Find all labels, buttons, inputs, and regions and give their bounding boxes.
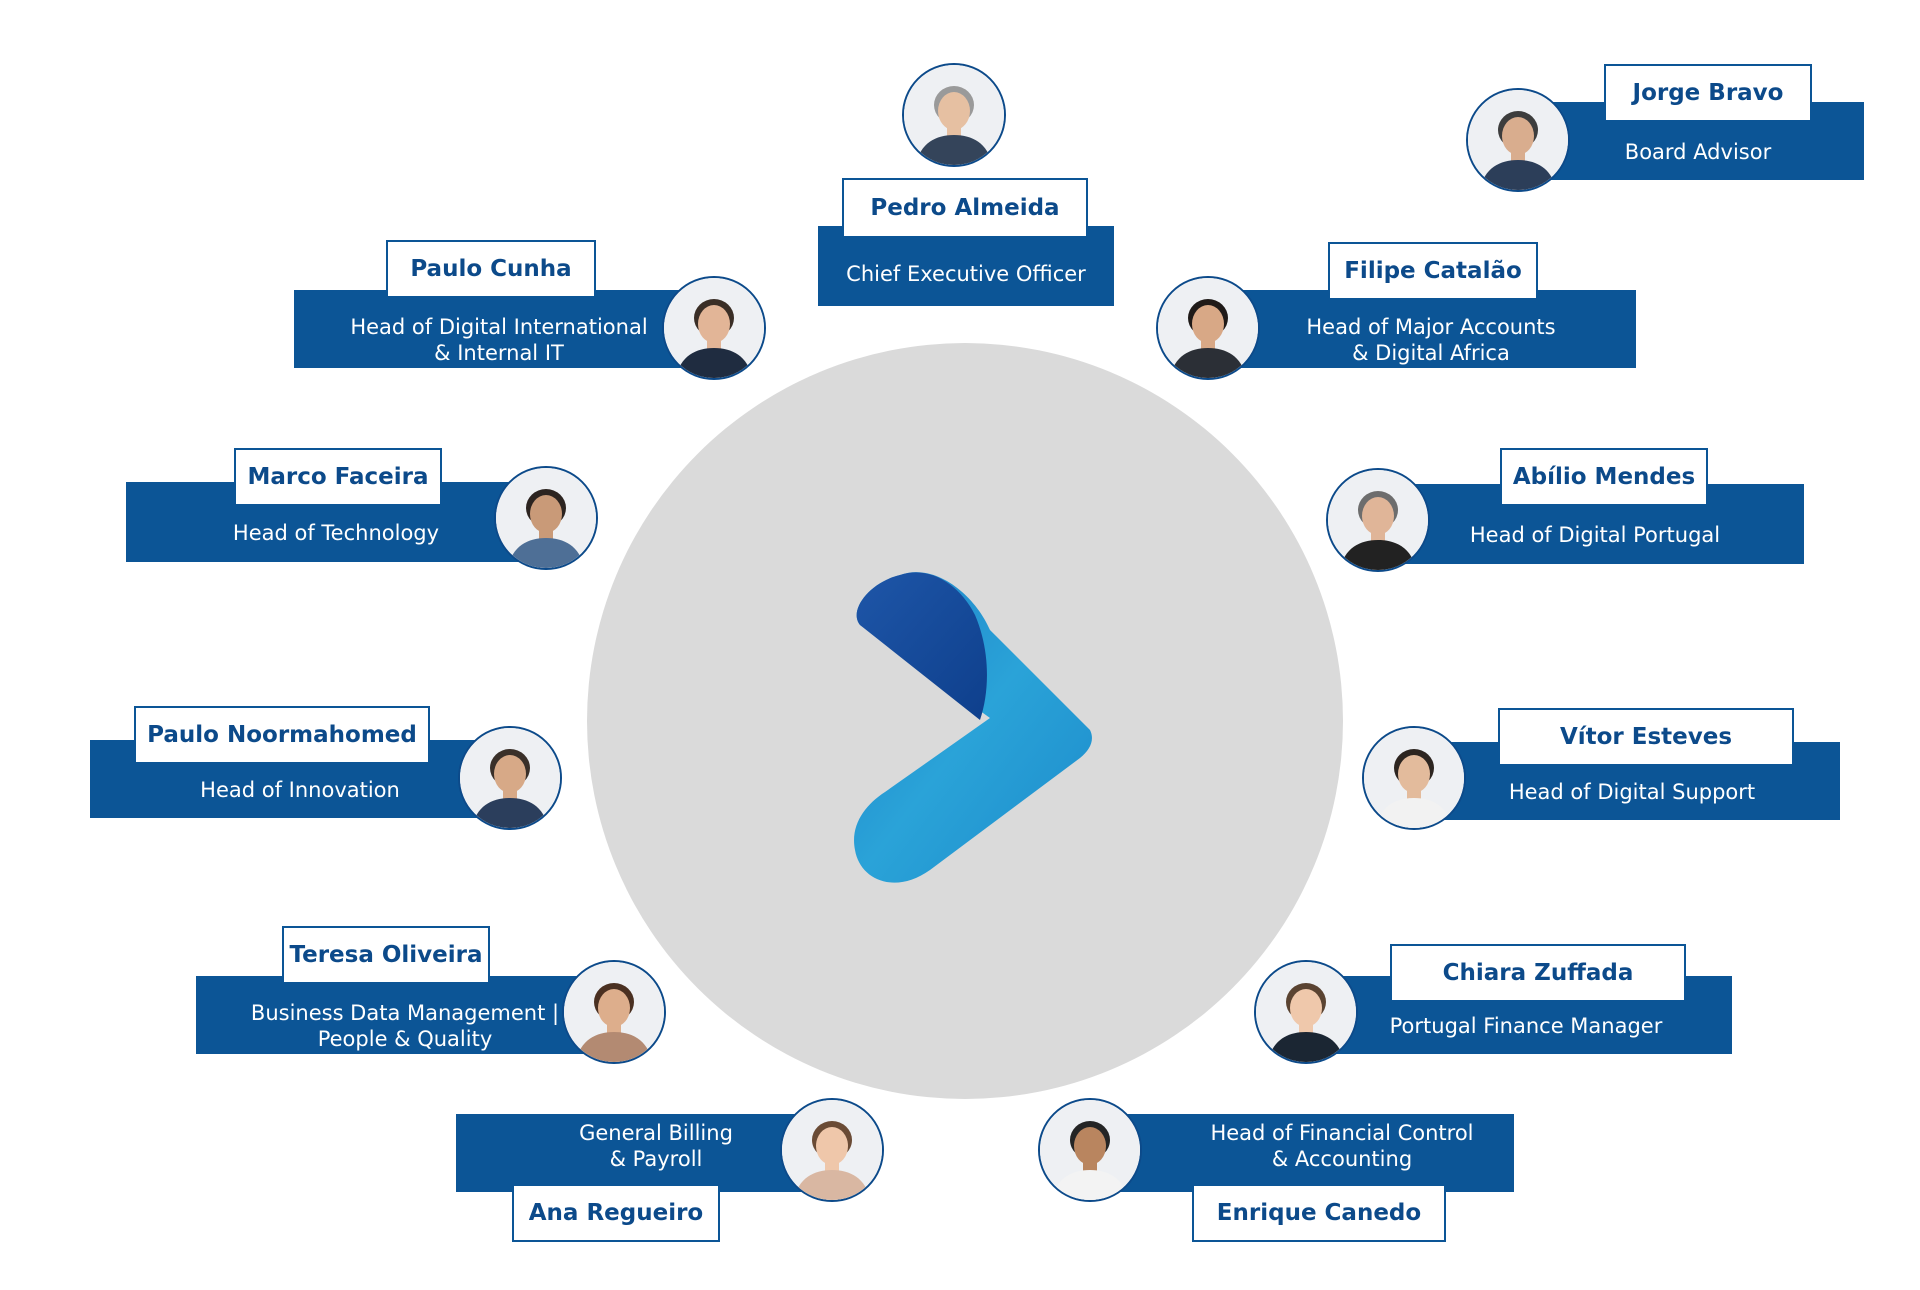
avatar [1466, 88, 1570, 192]
name-box: Chiara Zuffada [1390, 944, 1686, 1002]
name-box: Paulo Cunha [386, 240, 596, 298]
name-box: Vítor Esteves [1498, 708, 1794, 766]
name-box: Marco Faceira [234, 448, 442, 506]
role-band: Head of Technology [126, 482, 546, 562]
name-box: Ana Regueiro [512, 1184, 720, 1242]
role-band: Head of Digital International & Internal… [294, 290, 704, 368]
name-box: Filipe Catalão [1328, 242, 1538, 300]
role-band: Head of Major Accounts & Digital Africa [1226, 290, 1636, 368]
avatar [1038, 1098, 1142, 1202]
avatar [494, 466, 598, 570]
avatar [1156, 276, 1260, 380]
company-logo [840, 570, 1100, 890]
avatar [902, 63, 1006, 167]
center-circle [587, 343, 1343, 1099]
avatar [662, 276, 766, 380]
role-band: Business Data Management | People & Qual… [196, 976, 614, 1054]
avatar [1362, 726, 1466, 830]
role-band: Chief Executive Officer [818, 226, 1114, 306]
avatar [780, 1098, 884, 1202]
name-box: Abílio Mendes [1500, 448, 1708, 506]
name-box: Teresa Oliveira [282, 926, 490, 984]
avatar [1326, 468, 1430, 572]
name-box: Enrique Canedo [1192, 1184, 1446, 1242]
avatar [1254, 960, 1358, 1064]
name-box: Jorge Bravo [1604, 64, 1812, 122]
role-band: Head of Financial Control & Accounting [1110, 1114, 1514, 1192]
avatar [562, 960, 666, 1064]
role-band: Board Advisor [1532, 102, 1864, 180]
avatar [458, 726, 562, 830]
name-box: Paulo Noormahomed [134, 706, 430, 764]
name-box: Pedro Almeida [842, 178, 1088, 238]
